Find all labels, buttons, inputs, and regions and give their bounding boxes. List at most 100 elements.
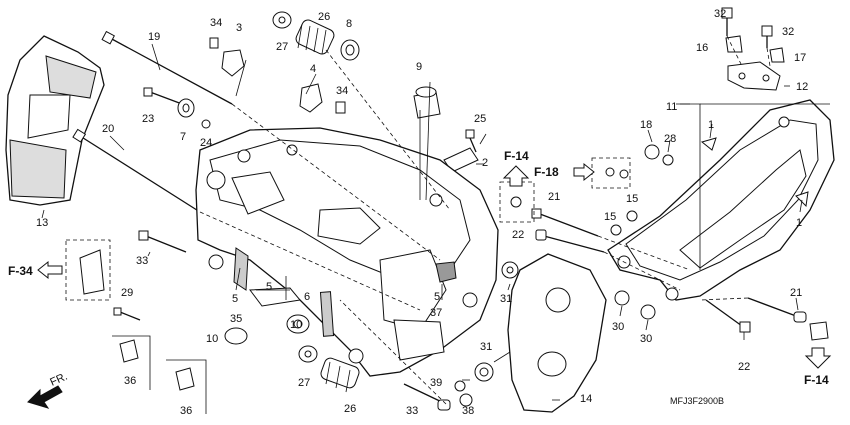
callout-number: 14 bbox=[580, 393, 592, 405]
washer-38 bbox=[459, 393, 473, 407]
nut-in-f14-box bbox=[510, 196, 522, 208]
callout-number: 26 bbox=[344, 403, 356, 415]
callout-number: 8 bbox=[346, 18, 352, 30]
ref-arrow-f14-down bbox=[804, 347, 832, 369]
diagram-code: MFJ3F2900B bbox=[670, 396, 724, 406]
washer-39 bbox=[454, 380, 466, 392]
bracket-12 bbox=[727, 61, 781, 91]
callout-number: 34 bbox=[336, 85, 348, 97]
bracket-in-f34-box bbox=[79, 249, 105, 295]
callout-number: 27 bbox=[298, 377, 310, 389]
callout-number: 26 bbox=[318, 11, 330, 23]
bolt-33-lower bbox=[403, 383, 451, 411]
bushing-7 bbox=[177, 98, 195, 118]
callout-number: 23 bbox=[142, 113, 154, 125]
callout-number: 5 bbox=[266, 281, 272, 293]
nut-15-a bbox=[610, 224, 622, 236]
callout-number: 5 bbox=[232, 293, 238, 305]
dashed-alignment-lines bbox=[199, 35, 771, 405]
callout-number: 15 bbox=[604, 211, 616, 223]
ref-arrow-f34 bbox=[37, 260, 63, 280]
callout-number: 11 bbox=[666, 101, 677, 113]
nut-24 bbox=[201, 119, 211, 129]
front-direction-label: FR. bbox=[48, 371, 69, 389]
bolt-21-mid bbox=[531, 208, 599, 237]
callout-number: 10 bbox=[290, 319, 302, 331]
callout-number: 38 bbox=[462, 405, 474, 417]
callout-number: 31 bbox=[500, 293, 512, 305]
callout-number: 17 bbox=[794, 52, 806, 64]
collar-10-a bbox=[224, 327, 248, 345]
callout-number: 1 bbox=[796, 217, 802, 229]
callout-number: 36 bbox=[124, 375, 136, 387]
rubber-mount-26-bottom bbox=[320, 357, 360, 393]
callout-number: 5 bbox=[434, 291, 440, 303]
bracket-4 bbox=[299, 83, 323, 113]
bracket-line-36-a bbox=[112, 335, 151, 390]
right-frame-assembly bbox=[607, 99, 835, 301]
grommet-8 bbox=[340, 39, 360, 61]
collar-9 bbox=[413, 86, 441, 119]
bolt-29 bbox=[113, 307, 141, 321]
callout-number: 25 bbox=[474, 113, 486, 125]
screw-34 bbox=[209, 37, 219, 49]
collar-27-top bbox=[272, 11, 292, 29]
bolt-22-right bbox=[705, 299, 751, 333]
callout-number: 30 bbox=[612, 321, 624, 333]
ref-label-f14-bottom: F-14 bbox=[804, 373, 829, 387]
bolt-22-mid bbox=[535, 229, 605, 253]
callout-number: 7 bbox=[180, 131, 186, 143]
callout-number: 33 bbox=[136, 255, 148, 267]
bolt-33-upper bbox=[138, 230, 187, 253]
callout-number: 3 bbox=[236, 22, 242, 34]
callout-number: 10 bbox=[206, 333, 218, 345]
collar-27-bottom bbox=[298, 345, 318, 363]
nut-28 bbox=[662, 154, 674, 166]
bracket-line-36-b bbox=[166, 359, 207, 414]
bolt-21-right bbox=[747, 297, 807, 323]
side-cover-part bbox=[5, 35, 105, 206]
callout-number: 27 bbox=[276, 41, 288, 53]
callout-number: 29 bbox=[121, 287, 133, 299]
collar-10-b bbox=[286, 314, 310, 334]
callout-number: 35 bbox=[230, 313, 242, 325]
nut-in-f18-box bbox=[605, 167, 615, 177]
nut-30-a bbox=[614, 290, 630, 306]
nut-15-b bbox=[626, 210, 638, 222]
guard-plate-14 bbox=[507, 253, 607, 413]
long-bolt-20 bbox=[72, 128, 201, 213]
callout-number: 32 bbox=[782, 26, 794, 38]
callout-number: 18 bbox=[640, 119, 652, 131]
nut-30-b bbox=[640, 304, 656, 320]
callout-number: 31 bbox=[480, 341, 492, 353]
callout-number: 2 bbox=[482, 157, 488, 169]
callout-number: 36 bbox=[180, 405, 192, 417]
callout-number: 21 bbox=[790, 287, 802, 299]
ref-box-f34 bbox=[65, 239, 111, 301]
ref-arrow-f14-up bbox=[502, 165, 530, 187]
callout-number: 39 bbox=[430, 377, 442, 389]
nut-f14-box bbox=[809, 321, 829, 341]
callout-number: 34 bbox=[210, 17, 222, 29]
callout-number: 20 bbox=[102, 123, 114, 135]
main-frame-body bbox=[195, 127, 499, 377]
callout-number: 32 bbox=[714, 8, 726, 20]
screw-34-b bbox=[335, 101, 346, 114]
callout-number: 28 bbox=[664, 133, 676, 145]
washer-in-f18-box bbox=[619, 169, 629, 179]
ref-label-f14-top: F-14 bbox=[504, 149, 529, 163]
callout-number: 13 bbox=[36, 217, 48, 229]
callout-number: 12 bbox=[796, 81, 808, 93]
callout-number: 22 bbox=[738, 361, 750, 373]
clip-17 bbox=[769, 47, 785, 63]
callout-number: 24 bbox=[200, 137, 212, 149]
ref-label-f18: F-18 bbox=[534, 165, 559, 179]
callout-number: 21 bbox=[548, 191, 560, 203]
callout-number: 6 bbox=[304, 291, 310, 303]
clip-16 bbox=[725, 35, 743, 53]
callout-number: 16 bbox=[696, 42, 708, 54]
callout-number: 4 bbox=[310, 63, 316, 75]
bracket-2 bbox=[443, 129, 479, 173]
